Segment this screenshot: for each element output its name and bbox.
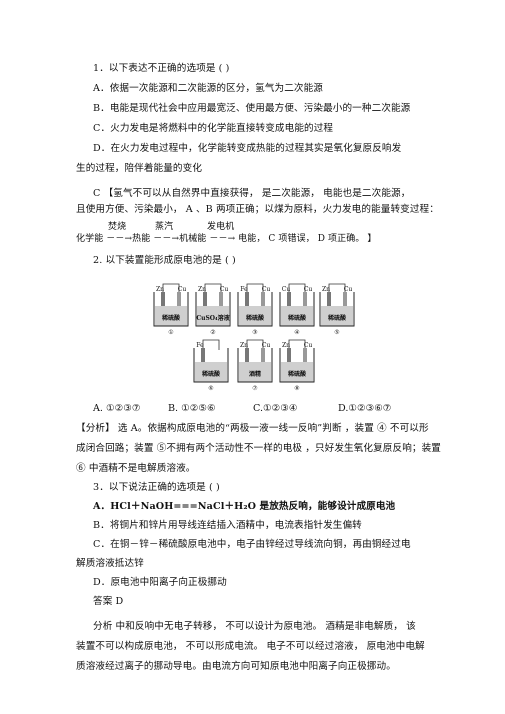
apparatus-number: ⑤ bbox=[334, 329, 339, 336]
electrode-left-label: Fe bbox=[240, 286, 248, 293]
electrolyte bbox=[239, 362, 271, 382]
q3-answer: 答案 D bbox=[93, 596, 124, 607]
apparatus-number: ⑦ bbox=[252, 385, 257, 392]
apparatus-number: ⑧ bbox=[294, 385, 299, 392]
electrode-left-label: Zn bbox=[322, 286, 330, 293]
q3-analysis-line1: 分析 中和反响中无电子转移， 不可以设计为原电池。 酒精是非电解质， 该 bbox=[93, 621, 416, 632]
solution-label: 酒精 bbox=[249, 370, 261, 378]
q1-option-d-line1: D．在火力发电过程中，化学能转变成热能的过程其实是氧化复原反响发 bbox=[93, 143, 402, 154]
electrode-left-label: Fe bbox=[196, 342, 204, 349]
electrode-right-label: Cu bbox=[262, 286, 271, 293]
q1-option-d-line2: 生的过程，陪伴着能量的变化 bbox=[76, 163, 203, 174]
q2-option-c: C.①②③④ bbox=[253, 403, 298, 414]
flow-label-burn: 焚烧 bbox=[108, 222, 127, 232]
q2-analysis-line3: ⑥ 中酒精不是电解质溶液。 bbox=[76, 463, 196, 474]
apparatus-number: ③ bbox=[252, 329, 257, 336]
q1-energy-flow: 化学能 －－→热能 －－→机械能 －－→ 电能， C 项错误， D 项正确。 】 bbox=[76, 234, 377, 244]
q3-option-c-line2: 解质溶液抵达锌 bbox=[76, 558, 144, 569]
q3-option-d: D．原电池中阳离子向正极挪动 bbox=[93, 577, 227, 588]
wire bbox=[162, 283, 180, 294]
q2-analysis-line2: 成闭合回路；装置 ⑤不拥有两个活动性不一样的电极 ，只好发生氧化复原反响；装置 bbox=[76, 443, 441, 454]
solution-label: 稀硫酸 bbox=[287, 314, 307, 322]
q1-option-c: C．火力发电是将燃料中的化学能直接转变成电能的过程 bbox=[93, 123, 334, 134]
q2-option-d: D.①②③⑥⑦ bbox=[338, 403, 392, 414]
apparatus-number: ② bbox=[210, 329, 215, 336]
electrolyte bbox=[155, 306, 187, 326]
electrode-left-label: Zn bbox=[198, 286, 206, 293]
beaker bbox=[193, 348, 229, 383]
electrode-left-label: Zn bbox=[240, 342, 248, 349]
q2-stem: 2. 以下装置能形成原电池的是 ( ) bbox=[93, 255, 236, 266]
apparatus-number: ④ bbox=[294, 329, 299, 336]
electrode-right-label: Cu bbox=[178, 286, 187, 293]
apparatus-number: ⑥ bbox=[208, 385, 213, 392]
electrode-right-label: Cu bbox=[304, 342, 313, 349]
beaker bbox=[237, 292, 273, 327]
wire bbox=[204, 283, 222, 294]
electrode-left-label: Zn bbox=[282, 342, 290, 349]
electrolyte bbox=[281, 306, 313, 326]
beaker bbox=[237, 348, 273, 383]
solution-label: 稀硫酸 bbox=[245, 314, 265, 322]
wire bbox=[288, 283, 306, 294]
q2-options: A. ①②③⑦ B. ①②⑤⑥ C.①②③④ D.①②③⑥⑦ bbox=[93, 402, 391, 415]
beaker bbox=[279, 292, 315, 327]
solution-label: CuSO₄溶液 bbox=[196, 314, 230, 322]
electrolyte bbox=[239, 306, 271, 326]
beaker bbox=[195, 292, 231, 327]
flow-label-steam: 蒸汽 bbox=[155, 222, 174, 232]
apparatus-number: ① bbox=[168, 329, 173, 336]
q1-option-a: A．依据一次能源和二次能源的区分，氢气为二次能源 bbox=[93, 83, 323, 94]
electrolyte bbox=[321, 306, 353, 326]
solution-label: 稀硫酸 bbox=[161, 314, 181, 322]
wire bbox=[246, 283, 264, 294]
q2-option-b: B. ①②⑤⑥ bbox=[168, 403, 216, 414]
q2-analysis-line1: 【分析】 选 A。依据构成原电池的“两极一液一线一反响”判断 ，装置 ④ 不可以… bbox=[76, 423, 429, 434]
solution-label: 稀硫酸 bbox=[327, 314, 347, 322]
electrode-right-label: Cu bbox=[262, 342, 271, 349]
beaker bbox=[153, 292, 189, 327]
electrolyte bbox=[195, 362, 227, 382]
wire bbox=[328, 283, 346, 294]
flow-label-generator: 发电机 bbox=[207, 222, 235, 232]
beaker bbox=[319, 292, 355, 327]
q1-option-b: B．电能是现代社会中应用最宽泛、使用最方便、污染最小的一种二次能源 bbox=[93, 103, 411, 114]
beaker bbox=[279, 348, 315, 383]
q3-stem: 3．以下说法正确的选项是 ( ) bbox=[93, 482, 220, 493]
electrode-right-label: Cu bbox=[304, 286, 313, 293]
q1-answer-line1: C 【氢气不可以从自然界中直接获得， 是二次能源， 电能也是二次能源， bbox=[93, 188, 411, 199]
electrode-right-label: Cu bbox=[220, 286, 229, 293]
electrolyte bbox=[197, 306, 229, 326]
q3-option-a: A．HCl＋NaOH===NaCl＋H₂O 是放热反响，能够设计成原电池 bbox=[93, 501, 396, 512]
electrode-left-label: Cu bbox=[282, 286, 291, 293]
q3-option-c-line1: C．在铜－锌－稀硫酸原电池中，电子由锌经过导线流向铜，再由铜经过电 bbox=[93, 539, 411, 550]
electrode-left-label: Zn bbox=[156, 286, 164, 293]
q3-option-b: B．将铜片和锌片用导线连结插入酒精中，电流表指针发生偏转 bbox=[93, 520, 362, 531]
electrolyte bbox=[281, 362, 313, 382]
q3-analysis-line3: 质溶液经过离子的挪动导电。由电流方向可知原电池中阳离子向正极挪动。 bbox=[76, 661, 396, 672]
solution-label: 稀硫酸 bbox=[201, 370, 221, 378]
electrode-right-label: Cu bbox=[344, 286, 353, 293]
wire bbox=[202, 339, 220, 350]
q1-stem: 1．以下表达不正确的选项是 ( ) bbox=[93, 63, 230, 74]
solution-label: 稀硫酸 bbox=[287, 370, 307, 378]
q1-answer-line2: 且使用方便、污染最小， A 、B 两项正确；以煤为原料，火力发电的能量转变过程： bbox=[76, 204, 439, 215]
q2-option-a: A. ①②③⑦ bbox=[93, 403, 141, 414]
wire bbox=[288, 339, 306, 350]
q3-analysis-line2: 装置不可以构成原电池， 不可以形成电流。 电子不可以经过溶液， 原电池中电解 bbox=[76, 641, 425, 652]
wire bbox=[246, 339, 264, 350]
